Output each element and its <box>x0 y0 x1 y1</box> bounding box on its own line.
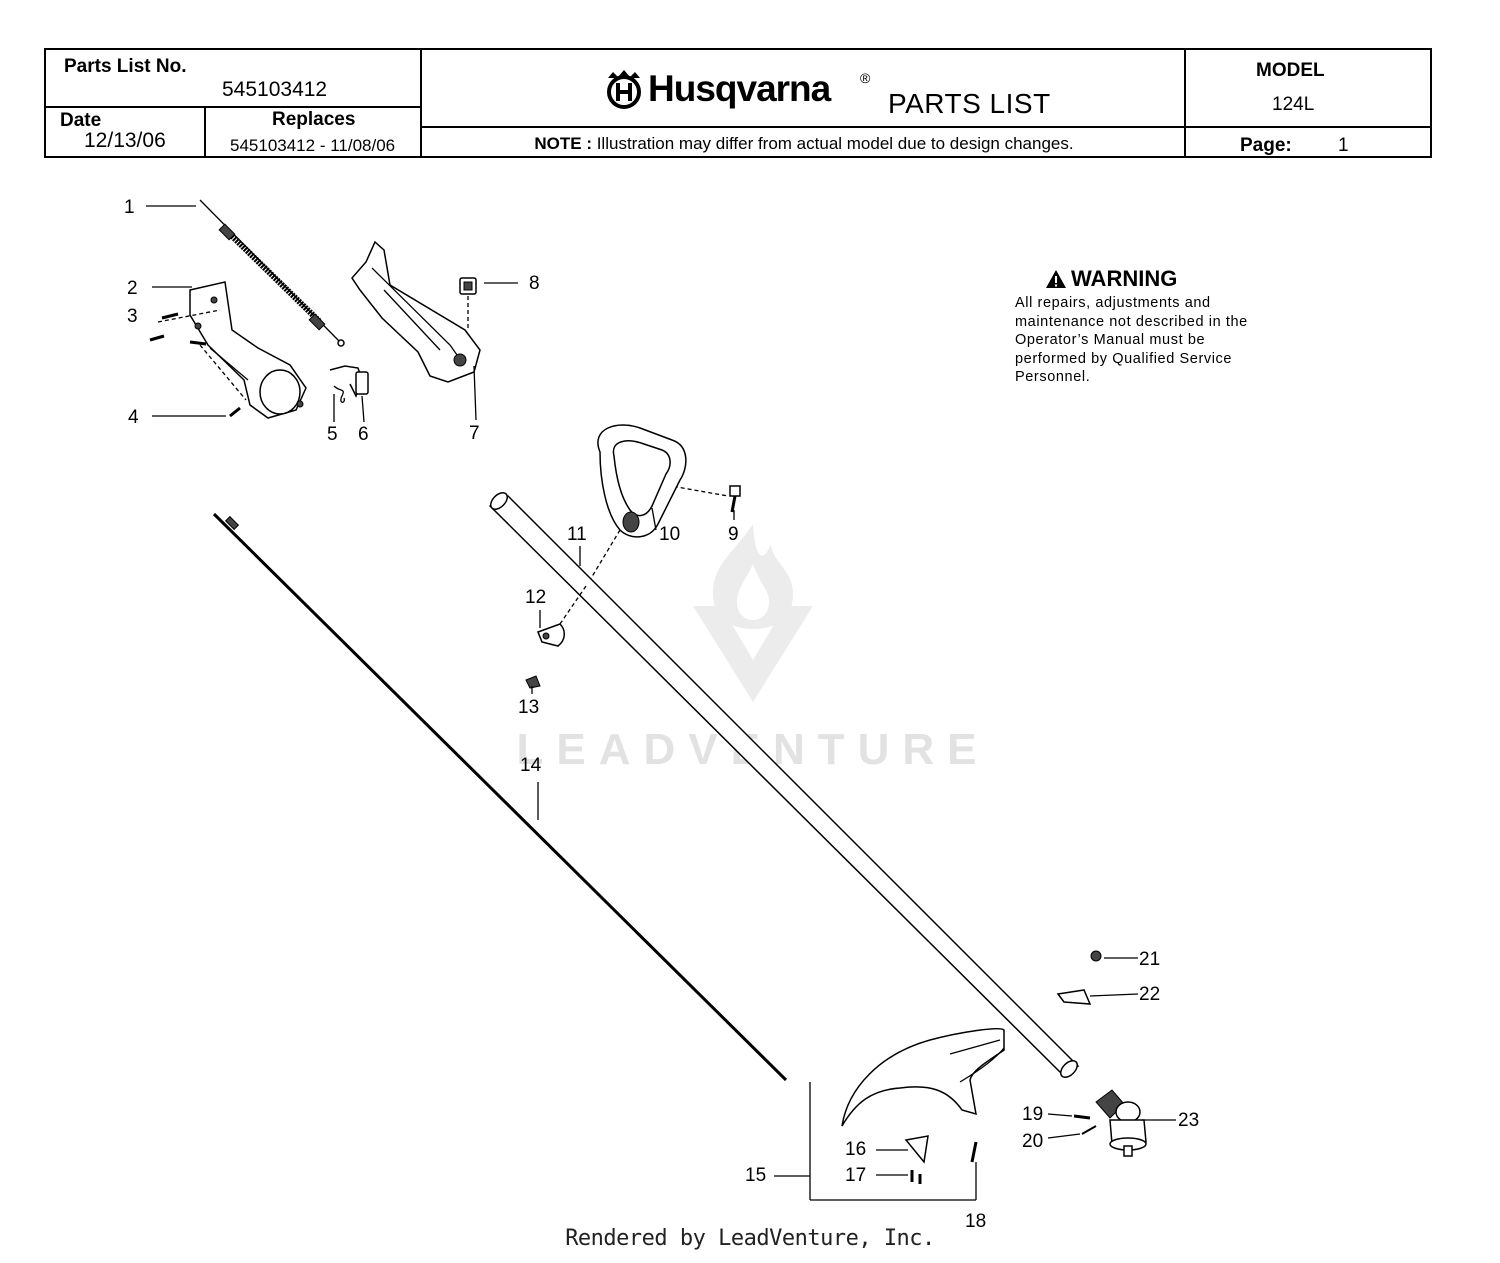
part-label-5: 5 <box>327 424 338 445</box>
model-label: MODEL <box>1256 60 1325 81</box>
part-screw-21 <box>1090 950 1102 962</box>
part-bolt-18 <box>970 1141 978 1163</box>
part-drive-tube <box>488 492 1080 1078</box>
part-label-4: 4 <box>128 407 139 428</box>
warning-block: WARNING All repairs, adjustments and mai… <box>1015 266 1275 387</box>
part-label-14: 14 <box>520 755 542 776</box>
part-screws-3 <box>149 309 221 346</box>
part-label-23: 23 <box>1178 1110 1199 1131</box>
part-screw-nut-19-20 <box>1073 1114 1097 1135</box>
warning-title: WARNING <box>1045 266 1275 292</box>
part-label-6: 6 <box>358 424 369 445</box>
part-trimmer-guard <box>841 1027 1005 1127</box>
note-line: NOTE : Illustration may differ from actu… <box>422 134 1186 154</box>
divider <box>420 126 1432 128</box>
part-label-19: 19 <box>1022 1104 1043 1125</box>
part-switch <box>459 277 477 330</box>
registered-mark: ® <box>860 70 871 86</box>
part-label-8: 8 <box>529 273 540 294</box>
divider <box>204 106 206 156</box>
warning-title-text: WARNING <box>1071 266 1178 291</box>
part-label-15: 15 <box>745 1165 766 1186</box>
part-spring-trigger <box>329 365 369 403</box>
part-label-3: 3 <box>127 306 138 327</box>
part-label-9: 9 <box>728 524 739 545</box>
part-loop-handle <box>589 424 687 581</box>
part-label-21: 21 <box>1139 949 1160 970</box>
document-title: PARTS LIST <box>888 88 1051 119</box>
part-label-11: 11 <box>567 524 587 545</box>
part-rear-housing <box>189 281 307 419</box>
part-throttle-cable <box>199 199 345 347</box>
leader-lines <box>146 205 1176 1201</box>
model-value: 124L <box>1272 94 1315 115</box>
brand-logo: Husqvarna <box>604 68 831 110</box>
part-screw-4 <box>199 344 247 418</box>
part-clamp-22 <box>1056 989 1092 1005</box>
part-label-10: 10 <box>659 524 680 545</box>
note-text: Illustration may differ from actual mode… <box>591 134 1074 153</box>
page-label: Page: <box>1240 135 1292 156</box>
part-number-labels: 1 2 3 4 5 6 7 8 9 10 11 12 13 14 15 16 1… <box>124 197 1199 1232</box>
parts-list-label: Parts List No. <box>64 56 187 77</box>
part-label-16: 16 <box>845 1139 866 1160</box>
date-label: Date <box>60 110 102 131</box>
part-bracket-16 <box>904 1135 929 1164</box>
part-gear-head <box>1095 1089 1147 1157</box>
part-front-handle-housing <box>351 240 481 383</box>
part-clamp-12 <box>537 585 587 647</box>
part-knob-13 <box>525 675 541 689</box>
part-label-7: 7 <box>469 423 480 444</box>
part-label-18: 18 <box>965 1211 986 1232</box>
parts-list-number: 545103412 <box>222 78 328 101</box>
part-bolt-9 <box>659 483 741 513</box>
divider <box>46 106 420 108</box>
replaces-value: 545103412 - 11/08/06 <box>230 136 396 155</box>
replaces-label: Replaces <box>272 109 356 130</box>
part-drive-shaft <box>212 511 789 1082</box>
part-label-2: 2 <box>127 278 138 299</box>
husqvarna-crown-icon <box>607 70 641 109</box>
warning-text: All repairs, adjustments and maintenance… <box>1015 295 1248 385</box>
warning-triangle-icon <box>1046 270 1066 288</box>
part-label-17: 17 <box>845 1165 866 1186</box>
page-value: 1 <box>1338 135 1349 156</box>
part-label-12: 12 <box>525 587 546 608</box>
note-label: NOTE : <box>534 134 592 153</box>
date-value: 12/13/06 <box>84 129 166 152</box>
part-label-13: 13 <box>518 697 539 718</box>
part-screws-17 <box>910 1170 922 1184</box>
footer-credit: Rendered by LeadVenture, Inc. <box>565 1226 935 1251</box>
divider <box>420 50 422 156</box>
part-label-22: 22 <box>1139 984 1160 1005</box>
part-label-1: 1 <box>124 197 135 218</box>
part-label-20: 20 <box>1022 1131 1043 1152</box>
header-table: Parts List No. 545103412 Date 12/13/06 R… <box>44 48 1432 158</box>
brand-name: Husqvarna <box>648 68 831 109</box>
divider <box>1184 50 1186 156</box>
